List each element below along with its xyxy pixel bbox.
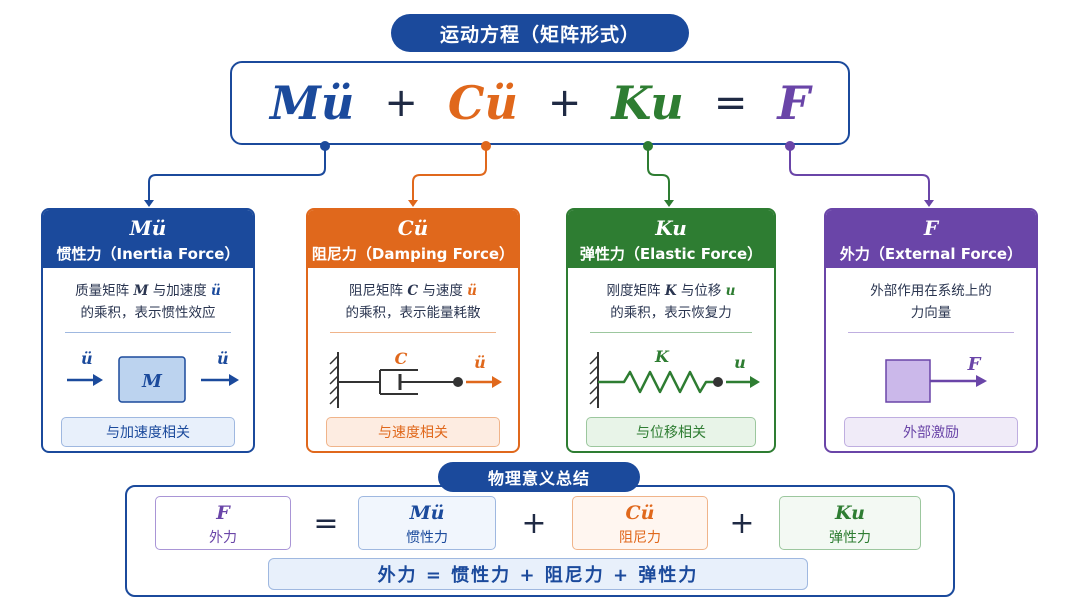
diagram-accel-in-label: ü: [81, 349, 93, 368]
summary-plus: +: [521, 505, 547, 541]
connector-damping: [412, 146, 487, 203]
mass-block: [118, 356, 186, 403]
card-symbol: Cü: [397, 216, 429, 240]
summary-plus: +: [729, 505, 755, 541]
connector-elastic: [647, 146, 670, 203]
equation-box: Mü + Cü + Ku = F: [230, 61, 850, 145]
card-symbol: Mü: [129, 216, 167, 240]
card-description: 阻尼矩阵 C 与速度 ü 的乘积，表示能量耗散: [345, 283, 481, 321]
card-elastic: Ku 弹性力（Elastic Force） 刚度矩阵 K 与位移 u 的乘积，表…: [566, 208, 776, 453]
equation-plus: +: [384, 80, 418, 126]
card-symbol: F: [923, 216, 939, 240]
diagram-force-label: F: [967, 354, 982, 375]
card-title: 惯性力（Inertia Force）: [56, 245, 240, 263]
summary-damping-force: Cü 阻尼力: [572, 496, 708, 550]
card-external: F 外力（External Force） 外部作用在系统上的 力向量 F 外部激…: [824, 208, 1038, 453]
card-description: 刚度矩阵 K 与位移 u 的乘积，表示恢复力: [606, 283, 736, 321]
summary-equals: =: [313, 505, 339, 541]
equation-damping-term: Cü: [447, 76, 518, 130]
card-symbol: Ku: [655, 216, 687, 240]
card-tag: 与速度相关: [326, 417, 500, 447]
diagram-velocity-label: ü: [474, 353, 486, 372]
summary-external-force: F 外力: [155, 496, 291, 550]
equation-mass-term: Mü: [269, 76, 355, 130]
summary-formula-bar: 外力 = 惯性力 + 阻尼力 + 弹性力: [268, 558, 808, 590]
summary-elastic-force: Ku 弹性力: [779, 496, 921, 550]
inertia-diagram: ü M ü: [67, 349, 239, 403]
spring-diagram: K u: [589, 347, 760, 408]
equation-force-term: F: [777, 76, 811, 130]
card-description: 外部作用在系统上的 力向量: [870, 283, 992, 321]
connector-external: [789, 146, 930, 203]
page-title: 运动方程（矩阵形式）: [391, 14, 689, 52]
equation-equals: =: [713, 80, 748, 126]
card-tag: 与位移相关: [586, 417, 756, 447]
diagram-damping-label: C: [395, 349, 408, 368]
diagram-displacement-label: u: [734, 353, 746, 372]
card-tag: 外部激励: [844, 417, 1018, 447]
damper-diagram: C ü: [329, 349, 502, 408]
equation-plus: +: [547, 80, 582, 126]
card-title: 弹性力（Elastic Force）: [579, 245, 763, 263]
card-inertia: Mü 惯性力（Inertia Force） 质量矩阵 M 与加速度 ü 的乘积，…: [41, 208, 255, 453]
card-title: 外力（External Force）: [839, 245, 1023, 263]
card-damping: Cü 阻尼力（Damping Force） 阻尼矩阵 C 与速度 ü 的乘积，表…: [306, 208, 520, 453]
summary-title: 物理意义总结: [438, 462, 640, 492]
diagram-accel-out-label: ü: [217, 349, 229, 368]
card-description: 质量矩阵 M 与加速度 ü 的乘积，表示惯性效应: [75, 283, 221, 321]
connector-inertia: [148, 146, 326, 203]
external-force-diagram: F: [885, 354, 987, 403]
card-tag: 与加速度相关: [61, 417, 235, 447]
diagram-mass-label: M: [141, 371, 163, 392]
diagram-stiffness-label: K: [654, 347, 670, 366]
card-title: 阻尼力（Damping Force）: [311, 245, 515, 263]
body-block: [885, 359, 931, 403]
summary-inertia-force: Mü 惯性力: [358, 496, 496, 550]
equation-stiffness-term: Ku: [611, 76, 684, 130]
